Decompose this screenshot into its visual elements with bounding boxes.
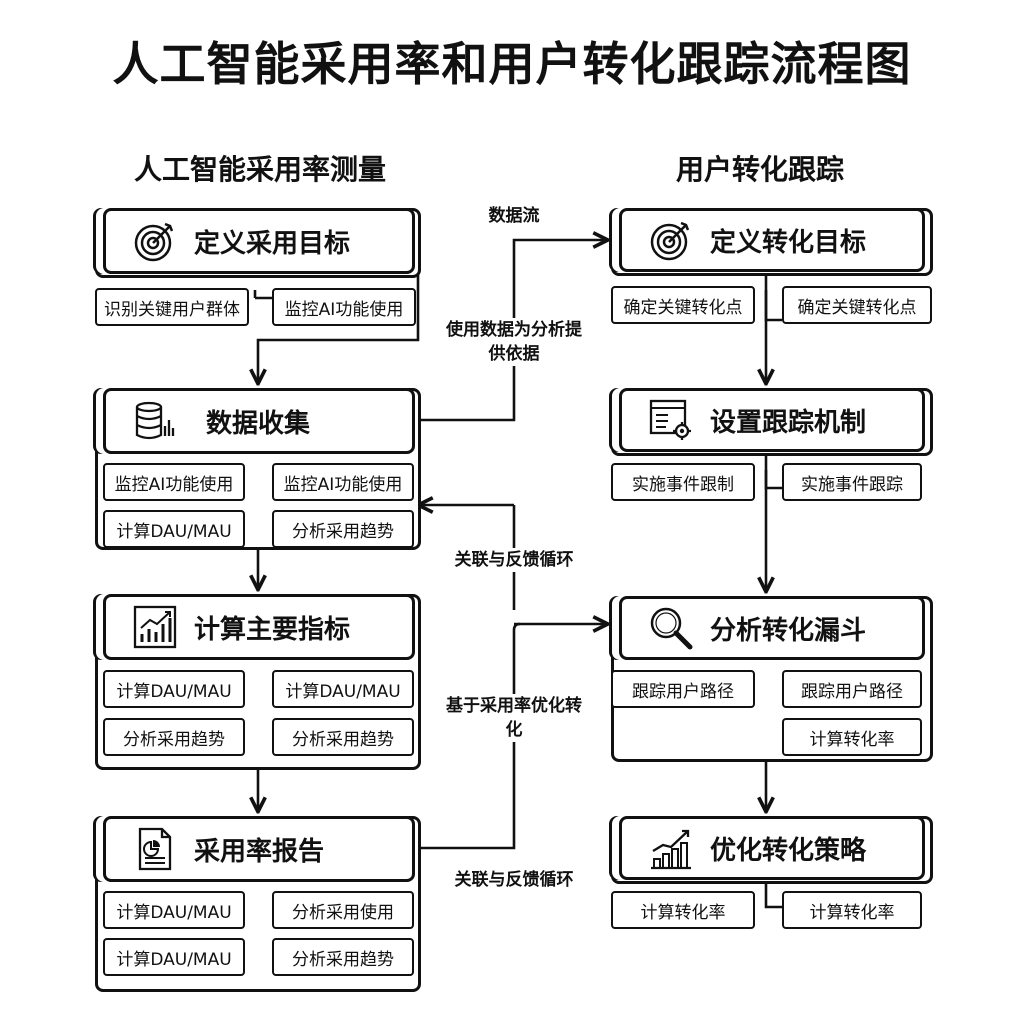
right-stage-2-title: 设置跟踪机制 [710, 407, 867, 438]
feedback-from-report [412, 622, 521, 850]
right-stage-1-header[interactable]: 定义转化目标 [619, 208, 925, 272]
left-stage-1-item-1: 识别关键用户群体 [95, 288, 249, 326]
left-stage-1-item-2: 监控AI功能使用 [272, 288, 416, 326]
left-stage-3-item-2: 计算DAU/MAU [272, 670, 414, 708]
left-stage-2-item-2: 监控AI功能使用 [272, 463, 414, 501]
settings-window-icon [649, 399, 691, 440]
right-stage-3-item-3: 计算转化率 [782, 718, 922, 756]
right-stage-2-header[interactable]: 设置跟踪机制 [619, 388, 925, 452]
feedback-loop-label-2: 关联与反馈循环 [454, 870, 574, 890]
left-stage-2-item-3: 计算DAU/MAU [103, 510, 245, 548]
left-stage-1-title: 定义采用目标 [194, 228, 351, 259]
bar-chart-icon [133, 605, 177, 649]
right-stage-1-item-1: 确定关键转化点 [611, 286, 755, 324]
right-stage-4-item-2: 计算转化率 [782, 891, 922, 929]
left-column-heading: 人工智能采用率测量 [133, 153, 386, 186]
target-icon [650, 221, 690, 261]
left-stage-2-header[interactable]: 数据收集 [103, 388, 415, 454]
left-stage-3-item-1: 计算DAU/MAU [103, 670, 245, 708]
page-title: 人工智能采用率和用户转化跟踪流程图 [112, 37, 912, 91]
left-stage-4-item-2: 分析采用使用 [272, 891, 414, 929]
left-stage-3-item-3: 分析采用趋势 [103, 718, 245, 756]
left-stage-4-header[interactable]: 采用率报告 [103, 816, 415, 882]
magnifier-icon [650, 607, 693, 650]
right-stage-4-header[interactable]: 优化转化策略 [619, 816, 925, 880]
left-stage-2-title: 数据收集 [206, 408, 311, 439]
left-stage-2-item-1: 监控AI功能使用 [103, 463, 245, 501]
optimize-label: 基于采用率优化转化 [440, 694, 588, 742]
left-stage-4-item-1: 计算DAU/MAU [103, 891, 245, 929]
usage-basis-label: 使用数据为分析提供依据 [442, 318, 586, 366]
left-stage-1-header[interactable]: 定义采用目标 [103, 208, 415, 274]
left-stage-3-item-4: 分析采用趋势 [272, 718, 414, 756]
right-stage-4-item-1: 计算转化率 [611, 891, 755, 929]
right-stage-3-title: 分析转化漏斗 [710, 615, 867, 646]
right-stage-4-title: 优化转化策略 [710, 835, 867, 866]
right-stage-1-title: 定义转化目标 [710, 227, 867, 258]
right-stage-1-item-2: 确定关键转化点 [782, 286, 932, 324]
database-icon [135, 401, 175, 440]
right-stage-3-item-2: 跟踪用户路径 [782, 670, 922, 708]
left-stage-4-item-4: 分析采用趋势 [272, 938, 414, 976]
data-flow-label: 数据流 [488, 206, 540, 226]
left-stage-3-header[interactable]: 计算主要指标 [103, 594, 415, 660]
right-stage-2-item-2: 实施事件跟踪 [782, 463, 922, 501]
right-column-heading: 用户转化跟踪 [675, 153, 844, 186]
right-stage-2-item-1: 实施事件跟制 [611, 463, 755, 501]
left-stage-3-title: 计算主要指标 [194, 614, 351, 645]
left-stage-2-item-4: 分析采用趋势 [272, 510, 414, 548]
feedback-loop-label-1: 关联与反馈循环 [434, 548, 594, 572]
right-stage-3-header[interactable]: 分析转化漏斗 [619, 596, 925, 660]
target-icon [134, 222, 174, 262]
right-stage-3-item-1: 跟踪用户路径 [611, 670, 755, 708]
report-icon [138, 827, 172, 871]
left-stage-4-item-3: 计算DAU/MAU [103, 938, 245, 976]
left-stage-4-title: 采用率报告 [194, 836, 325, 867]
growth-chart-icon [651, 829, 691, 870]
